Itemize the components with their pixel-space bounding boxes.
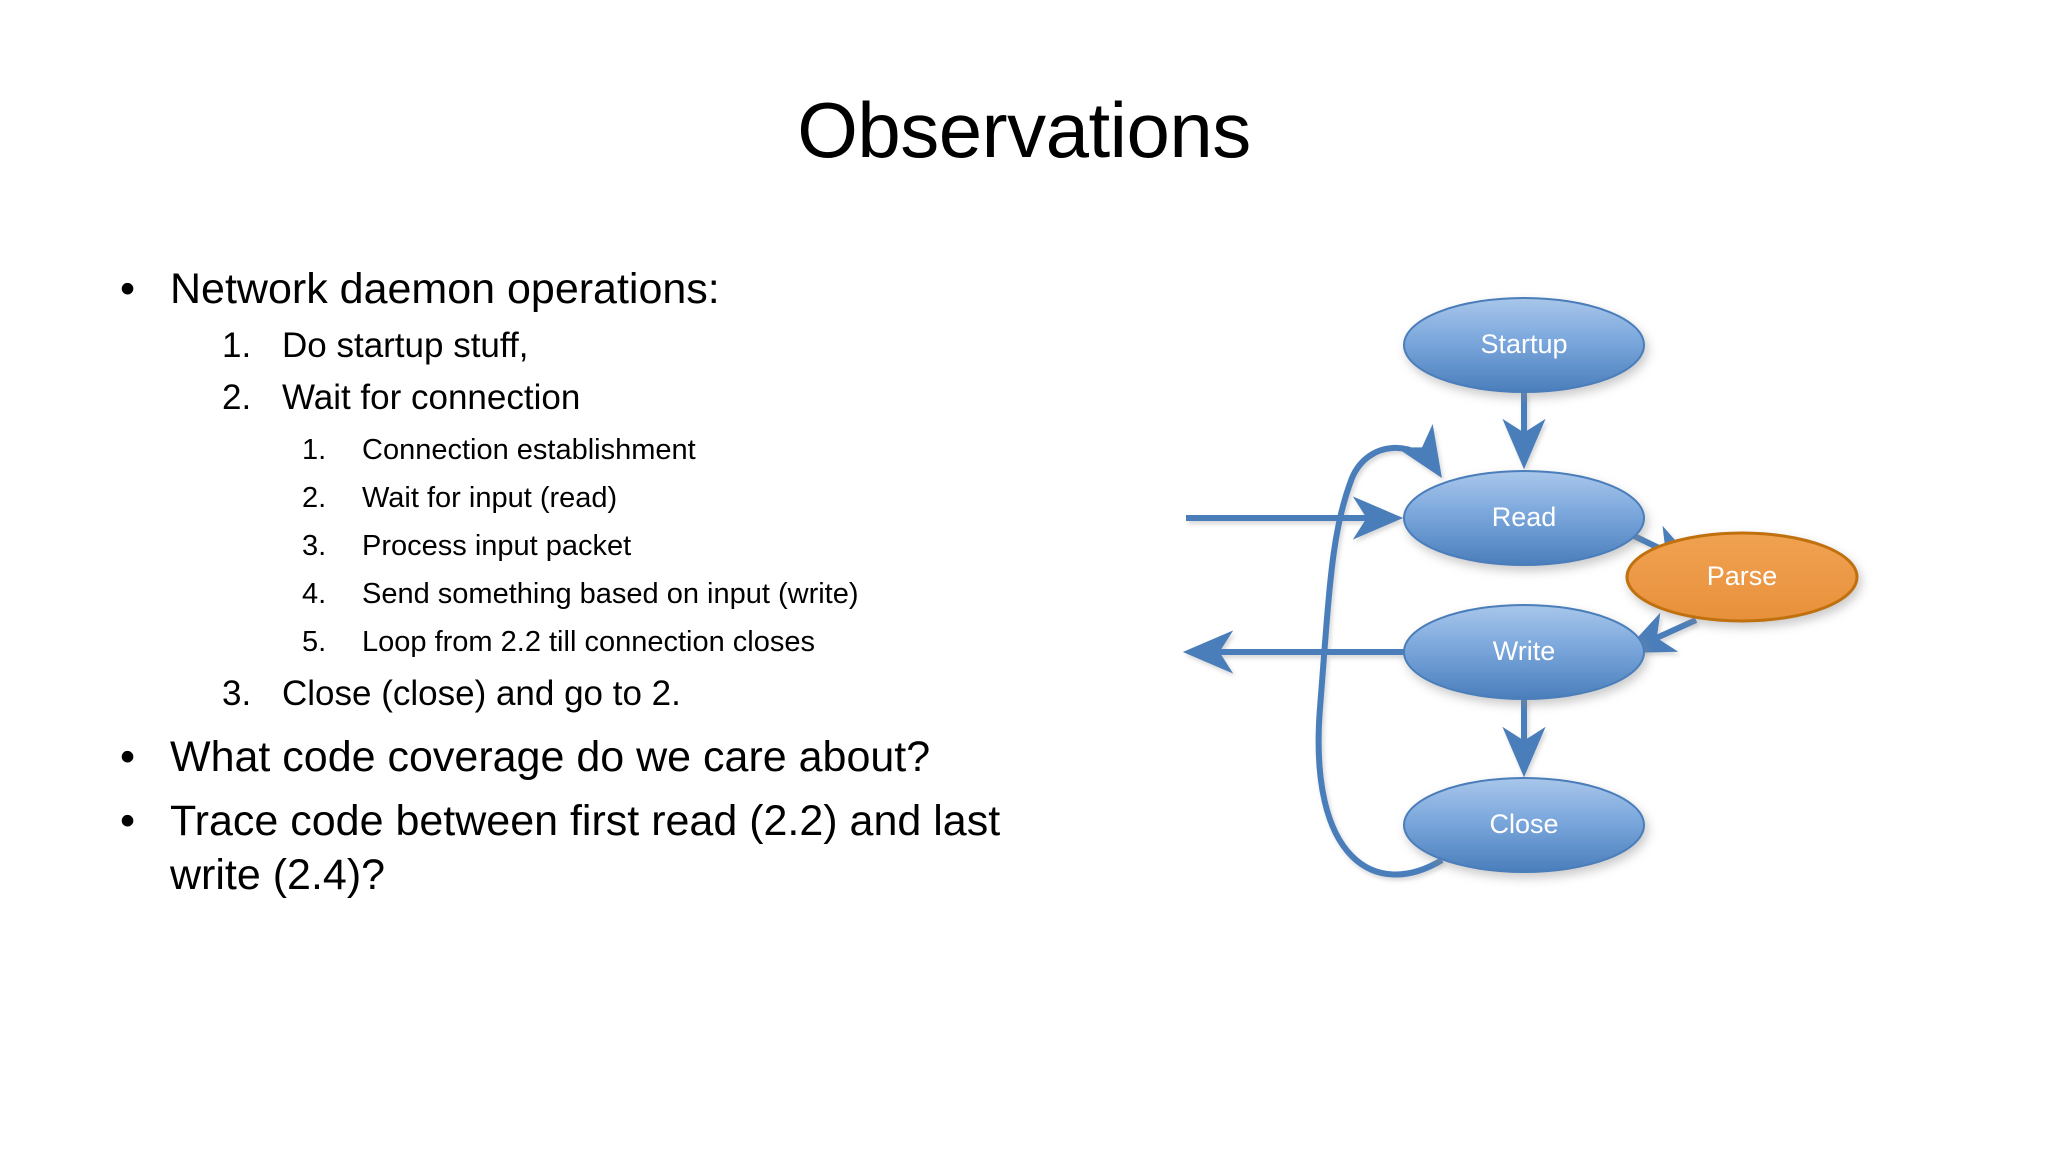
- list-number: 2.: [302, 482, 327, 514]
- list-text: Wait for connection: [282, 378, 581, 417]
- list-number: 5.: [302, 626, 327, 658]
- list-text: Loop from 2.2 till connection closes: [362, 626, 815, 658]
- node-startup[interactable]: Startup: [1403, 297, 1645, 393]
- list-item-wait-for-input: 2. Wait for input (read): [282, 474, 1008, 522]
- list-number: 3.: [222, 674, 252, 713]
- bullet-text: Network daemon operations:: [170, 265, 720, 313]
- node-read-ellipse[interactable]: [1403, 470, 1645, 566]
- node-startup-label: Startup: [1480, 329, 1567, 359]
- list-number: 1.: [302, 434, 327, 466]
- body-content: • Network daemon operations: 1. Do start…: [108, 262, 1008, 904]
- list-text: Send something based on input (write): [362, 578, 859, 610]
- diagram-edges: [1182, 392, 1699, 878]
- list-item-close-and-go-to-2: 3. Close (close) and go to 2.: [170, 668, 1008, 720]
- bullet-item-what-code-coverage: • What code coverage do we care about?: [108, 730, 1008, 784]
- state-flow-diagram: Startup Read Parse Write: [1180, 240, 1980, 960]
- list-item-connection-establishment: 1. Connection establishment: [282, 426, 1008, 474]
- list-item-process-input-packet: 3. Process input packet: [282, 522, 1008, 570]
- diagram-nodes: Startup Read Parse Write: [1403, 297, 1859, 873]
- ordered-list-level-2: 1. Do startup stuff, 2. Wait for connect…: [170, 320, 1008, 720]
- list-number: 3.: [302, 530, 327, 562]
- node-read-label: Read: [1492, 502, 1557, 532]
- list-text: Process input packet: [362, 530, 632, 562]
- bullet-marker-icon: •: [120, 797, 136, 845]
- list-text: Close (close) and go to 2.: [282, 674, 681, 713]
- node-write[interactable]: Write: [1403, 604, 1645, 700]
- page-title: Observations: [797, 86, 1251, 174]
- node-write-ellipse[interactable]: [1403, 604, 1645, 700]
- bullet-text: What code coverage do we care about?: [170, 733, 931, 781]
- list-number: 4.: [302, 578, 327, 610]
- bullet-marker-icon: •: [120, 733, 136, 781]
- list-item-do-startup-stuff: 1. Do startup stuff,: [170, 320, 1008, 372]
- node-parse-ellipse[interactable]: [1625, 531, 1859, 623]
- list-item-send-something: 4. Send something based on input (write): [282, 570, 1008, 618]
- list-item-wait-for-connection: 2. Wait for connection 1. Connection est…: [170, 372, 1008, 666]
- bullet-list-level-1: • Network daemon operations: 1. Do start…: [108, 262, 1008, 902]
- node-read[interactable]: Read: [1403, 470, 1645, 566]
- node-startup-ellipse[interactable]: [1403, 297, 1645, 393]
- node-close[interactable]: Close: [1403, 777, 1645, 873]
- node-write-label: Write: [1493, 636, 1556, 666]
- list-text: Wait for input (read): [362, 482, 618, 514]
- node-parse[interactable]: Parse: [1625, 531, 1859, 623]
- bullet-item-network-daemon-operations: • Network daemon operations: 1. Do start…: [108, 262, 1008, 720]
- bullet-text: Trace code between first read (2.2) and …: [170, 797, 1001, 899]
- list-number: 1.: [222, 326, 252, 365]
- edge-close-to-read-loop: [1315, 424, 1444, 878]
- bullet-marker-icon: •: [120, 265, 136, 313]
- bullet-item-trace-code: • Trace code between first read (2.2) an…: [108, 794, 1008, 902]
- node-close-label: Close: [1489, 809, 1558, 839]
- list-item-loop-till-connection-closes: 5. Loop from 2.2 till connection closes: [282, 618, 1008, 666]
- list-text: Connection establishment: [362, 434, 696, 466]
- ordered-list-level-3: 1. Connection establishment 2. Wait for …: [282, 426, 1008, 666]
- list-text: Do startup stuff,: [282, 326, 529, 365]
- node-close-ellipse[interactable]: [1403, 777, 1645, 873]
- node-parse-label: Parse: [1707, 561, 1778, 591]
- list-number: 2.: [222, 378, 252, 417]
